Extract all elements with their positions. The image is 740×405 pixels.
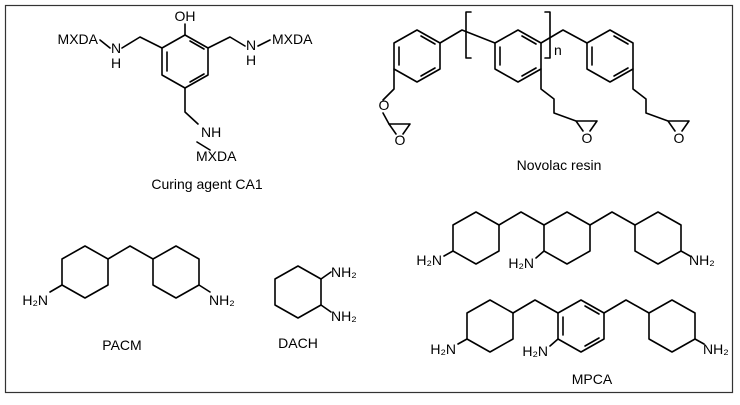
structure-dach: NH₂ NH₂ DACH (274, 264, 357, 351)
ca1-left-arm-bonds (99, 36, 163, 49)
mpca-bridge-left (512, 299, 559, 314)
ca1-n-left-label: N (111, 40, 121, 56)
novolac-ring-2-double-bonds (499, 35, 537, 77)
pacm-amine-bonds (49, 284, 211, 293)
novolac-epoxide-1-bonds (388, 123, 411, 135)
mpca-benzene-ring (557, 299, 605, 353)
mpca-top-amine-bonds (443, 250, 691, 259)
ca1-mxda-left-label: MXDA (58, 31, 99, 47)
mpca-top-ring-left (452, 211, 500, 265)
mpca-h2n-mid-label: H₂N (522, 343, 548, 359)
mpca-top-ring-right (634, 211, 682, 265)
pacm-h2n-label: H₂N (22, 292, 48, 308)
novolac-epoxide-2-o-label: O (582, 130, 593, 146)
mpca-top-bridge-right (589, 211, 636, 226)
novolac-epoxide-1-o-label: O (395, 132, 406, 148)
novolac-ring-1 (393, 29, 441, 83)
ca1-n-right-label: N (246, 37, 256, 53)
structure-mpca: H₂N H₂N NH₂ MPCA (430, 299, 729, 387)
ca1-aromatic-double-bonds (166, 40, 205, 83)
mpca-caption: MPCA (572, 371, 613, 387)
novolac-ring-3 (586, 29, 634, 83)
pacm-ring-left (61, 245, 109, 299)
pacm-ring-right (152, 245, 200, 299)
mpca-top-nh2-right-label: NH₂ (689, 252, 715, 268)
structure-ca1: OH MXDA N H N H MXDA NH MXDA Curing agen… (58, 8, 314, 192)
dach-nh2-bottom-label: NH₂ (331, 308, 357, 324)
mpca-h2n-left-label: H₂N (430, 341, 456, 357)
mpca-top-h2n-mid-label: H₂N (508, 255, 534, 271)
mpca-bridge-right (603, 299, 650, 314)
pacm-methylene-bridge (107, 245, 154, 260)
mpca-top-ring-mid (543, 211, 591, 265)
mpca-nh2-right-label: NH₂ (703, 341, 729, 357)
ca1-oh-label: OH (175, 8, 196, 24)
novolac-ring-2 (494, 29, 542, 83)
novolac-chain-3-bonds (632, 68, 690, 132)
structure-pacm: H₂N NH₂ PACM (22, 245, 235, 353)
mpca-top-h2n-left-label: H₂N (416, 252, 442, 268)
structure-mpca-saturated: H₂N H₂N NH₂ (416, 211, 715, 271)
pacm-nh2-label: NH₂ (209, 292, 235, 308)
structure-novolac: n O O O O Novolac resin (379, 11, 690, 173)
mpca-ring-left (466, 299, 514, 353)
ca1-bottom-arm-bonds (184, 87, 211, 151)
dach-amine-bonds (320, 271, 332, 313)
ca1-mxda-bottom-label: MXDA (196, 148, 237, 164)
novolac-ring-1-double-bonds (398, 35, 436, 77)
mpca-amine-bonds (457, 338, 705, 347)
novolac-repeat-brackets (465, 11, 551, 59)
novolac-chain-2-bonds (540, 68, 598, 132)
ca1-h-left-label: H (111, 55, 121, 71)
dach-ring (274, 265, 322, 319)
novolac-epoxide-3-o-label: O (674, 130, 685, 146)
novolac-ether-bonds (382, 68, 395, 125)
ca1-h-right-label: H (246, 52, 256, 68)
mpca-benzene-double-bonds (562, 305, 600, 347)
novolac-n-index: n (554, 42, 562, 58)
figure-frame (4, 4, 734, 394)
mpca-ring-right (648, 299, 696, 353)
mpca-top-bridge-left (498, 211, 545, 226)
ca1-nh-bottom-label: NH (201, 124, 221, 140)
novolac-ether-o-label: O (379, 97, 390, 113)
ca1-benzene-ring (161, 34, 209, 89)
dach-caption: DACH (278, 335, 318, 351)
novolac-caption: Novolac resin (517, 157, 602, 173)
dach-nh2-top-label: NH₂ (331, 264, 357, 280)
ca1-caption: Curing agent CA1 (151, 176, 263, 192)
ca1-mxda-right-label: MXDA (272, 31, 313, 47)
pacm-caption: PACM (102, 337, 141, 353)
novolac-methylene-bridges (439, 29, 588, 44)
ca1-right-arm-bonds (207, 36, 271, 49)
novolac-ring-3-double-bonds (591, 35, 629, 77)
